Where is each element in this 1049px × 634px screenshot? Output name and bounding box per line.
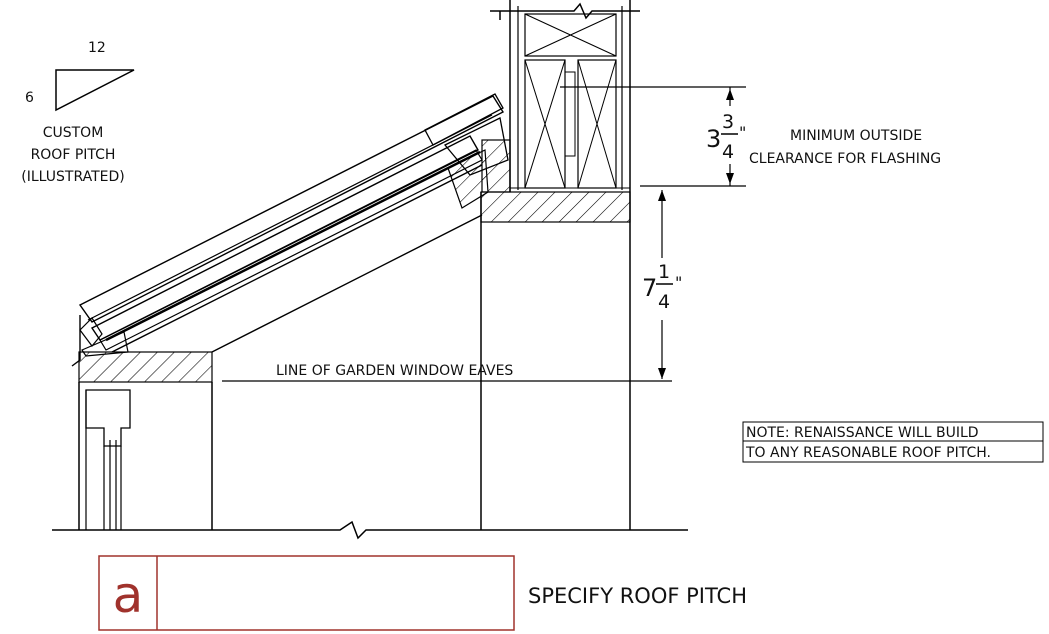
dim-upper-unit: "	[739, 123, 746, 142]
pitch-caption-line2: ROOF PITCH	[31, 147, 116, 163]
pitch-caption-line3: (ILLUSTRATED)	[21, 169, 124, 185]
specify-roof-pitch-label: SPECIFY ROOF PITCH	[528, 584, 747, 608]
clearance-line1: MINIMUM OUTSIDE	[790, 128, 922, 144]
arrow-up-icon	[726, 89, 734, 100]
pitch-caption-line1: CUSTOM	[43, 125, 104, 141]
dimension-lower: 7 1 4 "	[640, 190, 686, 379]
pitch-symbol: 12 6	[25, 40, 135, 112]
clearance-line2: CLEARANCE FOR FLASHING	[749, 151, 941, 167]
window-frame	[78, 351, 213, 530]
dim-lower-unit: "	[675, 273, 682, 292]
note-line1: NOTE: RENAISSANCE WILL BUILD	[746, 425, 979, 441]
clearance-label: MINIMUM OUTSIDE CLEARANCE FOR FLASHING	[749, 128, 941, 167]
eaves-label: LINE OF GARDEN WINDOW EAVES	[276, 363, 513, 379]
eaves-line: LINE OF GARDEN WINDOW EAVES	[222, 363, 672, 382]
dim-upper-den: 4	[722, 141, 734, 163]
arrow-down-icon	[658, 368, 666, 379]
pitch-caption: CUSTOM ROOF PITCH (ILLUSTRATED)	[21, 125, 124, 185]
note-line2: TO ANY REASONABLE ROOF PITCH.	[745, 445, 991, 461]
dim-lower-whole: 7	[642, 274, 657, 302]
arrow-down-icon	[726, 173, 734, 184]
arrow-up-icon	[658, 190, 666, 201]
dim-upper-whole: 3	[706, 125, 721, 153]
note-box: NOTE: RENAISSANCE WILL BUILD TO ANY REAS…	[742, 421, 1044, 463]
dim-lower-den: 4	[658, 291, 670, 313]
roof-assembly	[71, 93, 511, 367]
pitch-rise-label: 6	[25, 90, 34, 106]
ground-line	[52, 520, 688, 540]
pitch-triangle-icon	[55, 69, 135, 112]
dim-upper-num: 3	[722, 111, 734, 133]
wall-structure	[480, 0, 631, 530]
dimension-upper: 3 3 4 "	[560, 86, 746, 187]
pitch-run-label: 12	[88, 40, 106, 56]
dim-lower-num: 1	[658, 261, 670, 283]
input-box-letter: a	[113, 566, 144, 624]
pitch-input-box[interactable]: a	[98, 555, 515, 631]
top-break-line	[490, 2, 640, 20]
